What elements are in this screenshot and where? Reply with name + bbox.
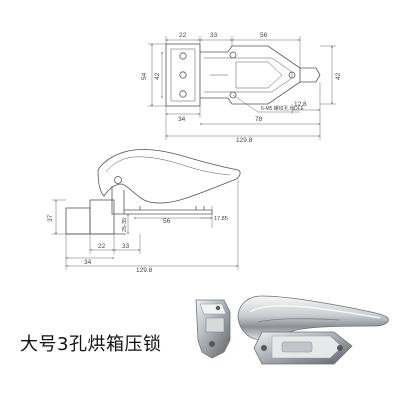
mount-hole-icon [179,71,187,79]
side-view-dim-labels: 37 25-35 56 17.85 22 33 34 129.8 [47,214,228,274]
product-photo [195,295,389,365]
dim-label: 56 [260,32,268,39]
dim-label: 22 [98,243,106,250]
product-caption: 大号3孔烘箱压锁 [20,334,162,355]
mount-hole-icon [229,51,237,59]
dim-label: 33 [210,32,218,39]
latch-handle-photo [237,295,389,365]
side-view-dimensions [52,180,239,270]
dim-label: 42 [335,72,342,80]
mount-hole-icon [179,52,187,60]
dim-label: 22 [179,32,187,39]
side-view-drawing [65,149,241,235]
dim-label: 129.8 [236,137,253,144]
dim-label: 12.8 [294,101,307,108]
screw-hole-icon [337,345,343,351]
screw-hole-icon [215,305,221,311]
dim-label: 78 [255,116,263,123]
top-view-left-plate [165,43,201,107]
dim-label: 34 [178,116,186,123]
dim-label: 25-35 [122,218,128,232]
top-view-handle [200,45,301,105]
hinge-block-photo [195,299,231,359]
dim-label: 42 [154,72,161,80]
pivot-icon [114,176,122,184]
mount-hole-icon [179,90,187,98]
side-view-handle [97,149,241,204]
dim-label: 56 [163,218,171,225]
dim-label: 54 [141,72,148,80]
top-view-drawing [165,43,321,107]
top-view-dim-labels: 22 33 56 54 42 42 34 12.8 78 129.8 6-M5 … [141,32,342,144]
dim-label: 129.8 [136,267,153,274]
dim-label: 33 [122,243,130,250]
dim-label: 34 [84,259,92,266]
screw-hole-icon [209,341,215,347]
top-view-dimensions [148,36,336,140]
mount-hole-icon [288,71,296,79]
hole-note: 6-M5 螺纹孔 HOLE [261,105,304,112]
mount-hole-icon [229,91,237,99]
screw-hole-icon [261,345,267,351]
dim-label: 17.85 [214,216,228,222]
dim-label: 37 [47,214,54,222]
side-view-base [89,199,115,235]
